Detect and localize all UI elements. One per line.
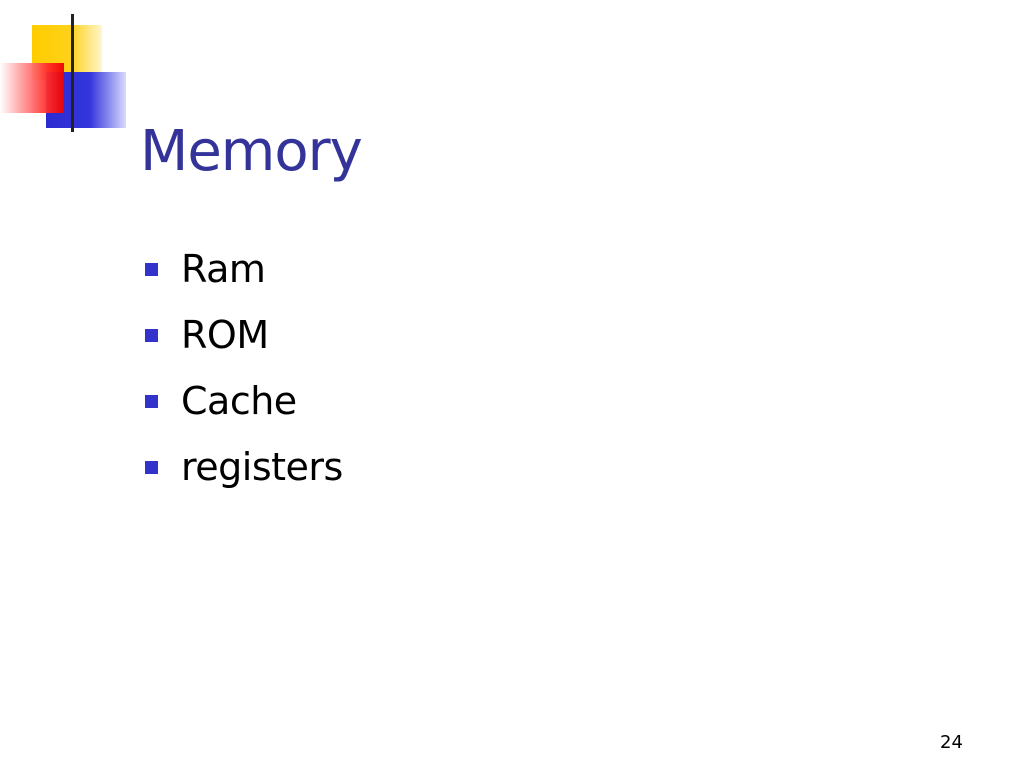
bullet-text: registers xyxy=(181,445,343,489)
red-square-shape xyxy=(0,63,64,113)
slide-title: Memory xyxy=(140,119,363,184)
square-bullet-icon xyxy=(145,328,158,342)
bullet-text: ROM xyxy=(181,313,269,357)
page-number: 24 xyxy=(940,732,963,753)
vertical-line-shape xyxy=(71,14,74,132)
list-item: Ram xyxy=(145,236,343,302)
square-bullet-icon xyxy=(145,460,158,474)
bullet-list: Ram ROM Cache registers xyxy=(145,236,343,500)
bullet-text: Ram xyxy=(181,247,266,291)
bullet-text: Cache xyxy=(181,379,297,423)
list-item: registers xyxy=(145,434,343,500)
list-item: ROM xyxy=(145,302,343,368)
decorative-logo-icon xyxy=(0,0,140,140)
square-bullet-icon xyxy=(145,262,158,276)
square-bullet-icon xyxy=(145,394,158,408)
list-item: Cache xyxy=(145,368,343,434)
